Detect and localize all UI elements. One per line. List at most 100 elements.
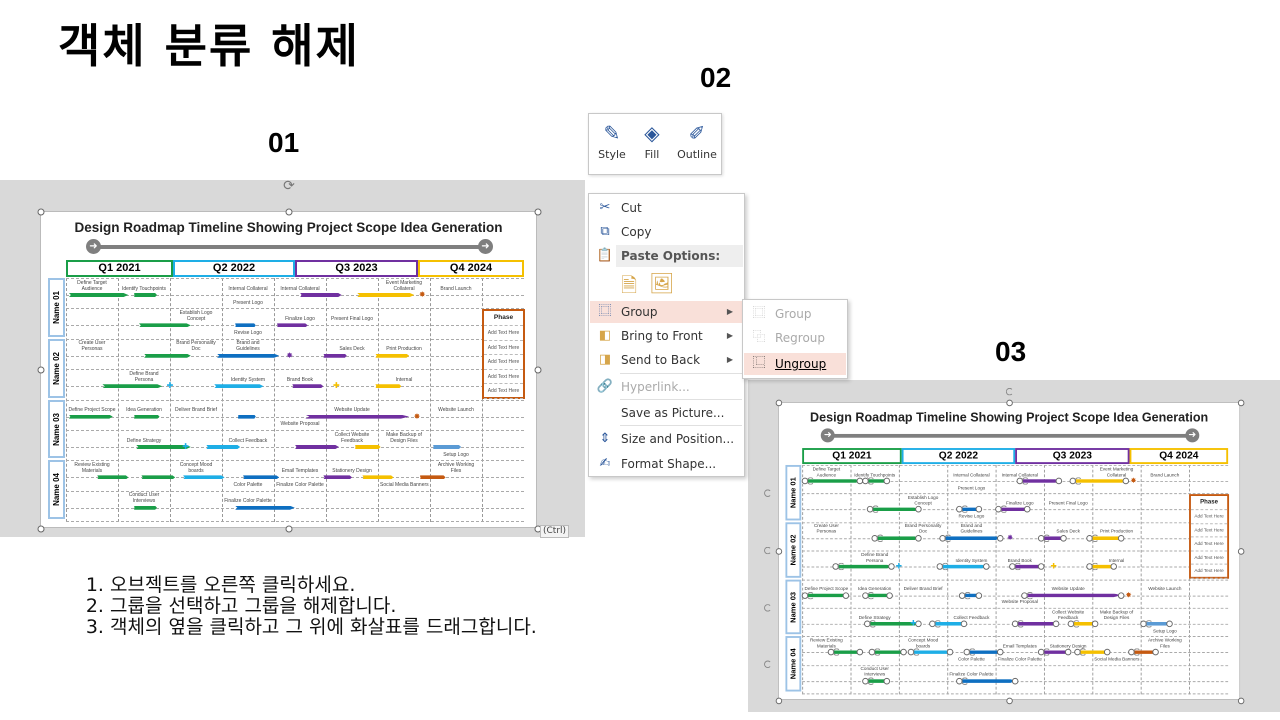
rotate-handle-icon[interactable]: [1079, 648, 1088, 657]
rotate-handle-icon[interactable]: [941, 562, 950, 571]
style-button[interactable]: ✎Style: [591, 118, 633, 161]
rotate-handle-icon[interactable]: [1074, 477, 1083, 485]
rotate-handle-icon[interactable]: [764, 603, 772, 612]
rotate-handle-icon[interactable]: [764, 660, 772, 669]
selection-handle[interactable]: [960, 620, 968, 628]
submenu-item-ungroup[interactable]: ⿺Ungroup: [744, 353, 846, 375]
selection-handle[interactable]: [997, 649, 1004, 656]
selection-handle[interactable]: [1060, 534, 1067, 542]
rotate-handle-icon[interactable]: [1005, 387, 1014, 396]
resize-handle[interactable]: [775, 548, 783, 555]
paste-as-picture-icon[interactable]: 🖼: [649, 271, 675, 295]
rotate-handle-icon[interactable]: [871, 505, 880, 514]
rotate-handle-icon[interactable]: [961, 677, 969, 685]
selection-handle[interactable]: [1023, 506, 1031, 513]
menu-item-cut[interactable]: ✂Cut: [590, 197, 743, 219]
rotate-handle-icon[interactable]: ⟳: [283, 178, 295, 194]
rotate-handle-icon[interactable]: [1021, 477, 1030, 485]
rotate-handle-icon[interactable]: [833, 648, 841, 657]
outline-button[interactable]: ✐Outline: [673, 118, 721, 161]
selection-handle[interactable]: [1011, 677, 1019, 685]
rotate-handle-icon[interactable]: [999, 505, 1008, 514]
paste-keep-source-icon[interactable]: 🗎: [621, 273, 638, 297]
roadmap-slide-selected[interactable]: Design Roadmap Timeline Showing Project …: [37, 208, 542, 533]
rotate-handle-icon[interactable]: [1016, 620, 1025, 628]
selection-handle[interactable]: [856, 649, 864, 656]
selection-handle[interactable]: [982, 563, 990, 570]
resize-handle[interactable]: [1237, 697, 1245, 705]
rotate-handle-icon[interactable]: [874, 648, 882, 657]
selection-handle[interactable]: [885, 591, 893, 599]
selection-handle[interactable]: [842, 591, 849, 599]
rotate-handle-icon[interactable]: [806, 477, 814, 485]
resize-handle[interactable]: [1006, 399, 1013, 407]
menu-item-send-to-back[interactable]: ◨Send to Back▶: [590, 349, 743, 371]
selection-handle[interactable]: [1091, 620, 1099, 628]
rotate-handle-icon[interactable]: [764, 489, 772, 497]
rotate-handle-icon[interactable]: [866, 591, 875, 600]
rotate-handle-icon[interactable]: [806, 591, 814, 600]
rotate-handle-icon[interactable]: [866, 677, 875, 685]
selection-handle[interactable]: [1064, 649, 1072, 656]
selection-handle[interactable]: [1151, 649, 1159, 656]
selection-handle[interactable]: [946, 649, 953, 656]
selection-handle[interactable]: [1166, 620, 1173, 628]
selection-handle[interactable]: [1118, 534, 1125, 542]
rotate-handle-icon[interactable]: [1014, 562, 1022, 571]
resize-handle[interactable]: [534, 208, 542, 216]
rotate-handle-icon[interactable]: [837, 562, 846, 571]
selection-handle[interactable]: [1052, 620, 1060, 628]
resize-handle[interactable]: [37, 366, 45, 374]
selection-handle[interactable]: [1038, 563, 1045, 570]
resize-handle[interactable]: [775, 697, 783, 705]
roadmap-slide-ungrouped[interactable]: Design Roadmap Timeline Showing Project …: [764, 387, 1245, 705]
rotate-handle-icon[interactable]: [1026, 591, 1034, 600]
rotate-handle-icon[interactable]: [968, 648, 976, 657]
rotate-handle-icon[interactable]: [1091, 562, 1100, 571]
rotate-handle-icon[interactable]: [764, 546, 772, 555]
rotate-handle-icon[interactable]: [1132, 648, 1141, 657]
selection-handle[interactable]: [1118, 591, 1125, 599]
menu-item-group[interactable]: ⿴Group▶: [590, 301, 743, 323]
selection-handle[interactable]: [975, 591, 982, 599]
selection-handle[interactable]: [883, 677, 891, 685]
menu-item-size-position[interactable]: ⇕Size and Position...: [590, 428, 743, 450]
selection-handle[interactable]: [1110, 563, 1118, 570]
rotate-handle-icon[interactable]: [876, 534, 885, 542]
resize-handle[interactable]: [1237, 399, 1245, 407]
selection-handle[interactable]: [1055, 477, 1062, 485]
selection-handle[interactable]: [1122, 477, 1130, 485]
rotate-handle-icon[interactable]: [1091, 534, 1100, 542]
rotate-handle-icon[interactable]: [961, 505, 969, 514]
menu-item-format-shape[interactable]: ✍Format Shape...: [590, 453, 743, 475]
rotate-handle-icon[interactable]: [869, 620, 877, 628]
selection-handle[interactable]: [914, 506, 922, 513]
selection-handle[interactable]: [888, 563, 895, 570]
rotate-handle-icon[interactable]: [866, 477, 875, 485]
resize-handle[interactable]: [37, 208, 45, 216]
resize-handle[interactable]: [775, 399, 783, 407]
selection-handle[interactable]: [900, 649, 907, 656]
selection-handle[interactable]: [883, 477, 891, 485]
fill-button[interactable]: ◈Fill: [631, 118, 673, 161]
rotate-handle-icon[interactable]: [912, 648, 921, 657]
resize-handle[interactable]: [37, 525, 45, 533]
rotate-handle-icon[interactable]: [934, 620, 943, 628]
resize-handle[interactable]: [1006, 697, 1013, 705]
rotate-handle-icon[interactable]: [963, 591, 972, 600]
selection-handle[interactable]: [914, 620, 922, 628]
rotate-handle-icon[interactable]: [1144, 620, 1153, 628]
selection-handle[interactable]: [975, 506, 982, 513]
menu-item-copy[interactable]: ⧉Copy: [590, 221, 743, 243]
resize-handle[interactable]: [1237, 548, 1245, 555]
resize-handle[interactable]: [285, 525, 293, 533]
menu-item-bring-to-front[interactable]: ◧Bring to Front▶: [590, 325, 743, 347]
rotate-handle-icon[interactable]: [1072, 620, 1080, 628]
paste-options-button[interactable]: (Ctrl): [540, 525, 570, 538]
rotate-handle-icon[interactable]: [1043, 534, 1051, 542]
selection-handle[interactable]: [914, 534, 922, 542]
rotate-handle-icon[interactable]: [1043, 648, 1051, 657]
resize-handle[interactable]: [285, 208, 293, 216]
selection-handle[interactable]: [997, 534, 1004, 542]
rotate-handle-icon[interactable]: [944, 534, 952, 542]
